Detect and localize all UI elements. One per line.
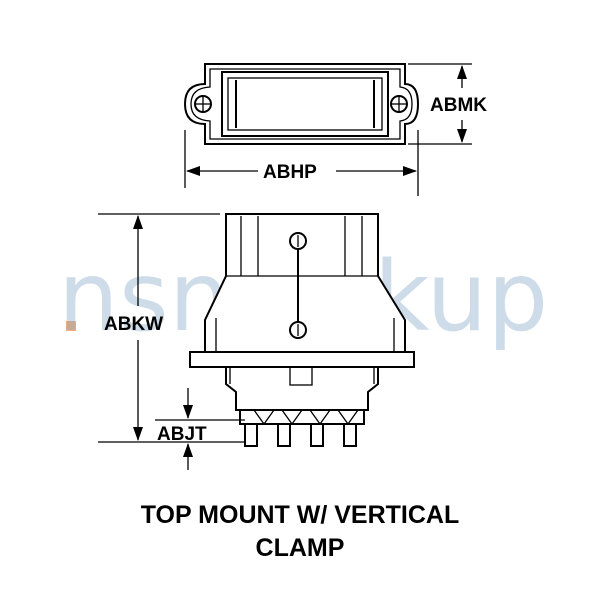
screw-icon-bottom	[289, 321, 307, 339]
screw-icon-right	[390, 95, 408, 113]
dimension-abkw: ABKW	[98, 213, 245, 443]
dimension-abhp: ABHP	[184, 130, 419, 196]
top-view-flange	[183, 63, 420, 145]
screw-icon-left	[194, 95, 212, 113]
pin-3	[310, 423, 324, 447]
dimension-abmk: ABMK	[408, 63, 487, 145]
connector-window	[221, 71, 389, 137]
flange-inner-step	[190, 68, 413, 140]
label-abkw: ABKW	[104, 314, 163, 335]
side-view-connector	[189, 213, 415, 447]
mounting-flange-plate	[189, 351, 415, 368]
watermark-dot	[66, 321, 76, 331]
connector-key	[289, 366, 313, 386]
label-abjt: ABJT	[157, 424, 207, 445]
connector-body	[225, 366, 379, 411]
caption-line-2: CLAMP	[256, 534, 345, 562]
pin-1	[244, 423, 258, 447]
label-abmk: ABMK	[430, 95, 487, 116]
caption-line-1: TOP MOUNT W/ VERTICAL	[141, 501, 460, 529]
screw-icon-top	[289, 232, 307, 250]
insert-serration	[253, 409, 359, 426]
pin-4	[343, 423, 357, 447]
flange-outline	[183, 63, 420, 145]
connector-window-inner	[227, 77, 383, 131]
label-abhp: ABHP	[263, 162, 317, 183]
dimension-abjt: ABJT	[155, 388, 245, 470]
pin-2	[277, 423, 291, 447]
